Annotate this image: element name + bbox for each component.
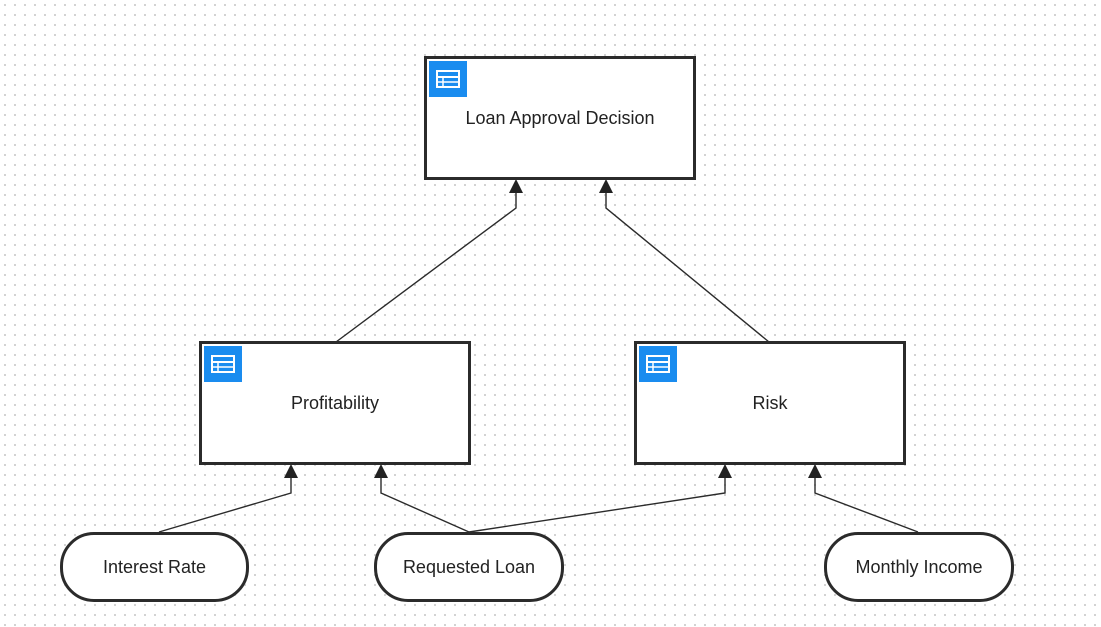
- edge-arrowhead: [284, 464, 298, 478]
- edge-arrowhead: [808, 464, 822, 478]
- input-data-node-monthly-income[interactable]: Monthly Income: [824, 532, 1014, 602]
- decision-table-icon: [429, 61, 467, 97]
- decision-table-icon: [204, 346, 242, 382]
- input-data-node-requested-loan[interactable]: Requested Loan: [374, 532, 564, 602]
- decision-table-icon: [639, 346, 677, 382]
- requirement-edge-interest-rate-to-profitability[interactable]: [158, 464, 298, 533]
- decision-label: Profitability: [290, 392, 380, 413]
- decision-node-profitability[interactable]: Profitability: [199, 341, 471, 465]
- requirement-edge-monthly-income-to-risk[interactable]: [808, 464, 919, 533]
- input-data-label: Monthly Income: [855, 556, 983, 577]
- input-data-label: Interest Rate: [102, 556, 207, 577]
- requirement-edge-requested-loan-to-risk[interactable]: [468, 464, 732, 533]
- edge-arrowhead: [374, 464, 388, 478]
- decision-node-loan-approval-decision[interactable]: Loan Approval Decision: [424, 56, 696, 180]
- input-data-node-interest-rate[interactable]: Interest Rate: [60, 532, 249, 602]
- requirement-edge-risk-to-loan-approval-decision[interactable]: [599, 179, 770, 343]
- decision-label: Risk: [752, 392, 788, 413]
- requirement-edge-profitability-to-loan-approval-decision[interactable]: [335, 179, 523, 343]
- edge-arrowhead: [718, 464, 732, 478]
- decision-label: Loan Approval Decision: [465, 107, 655, 128]
- edge-arrowhead: [599, 179, 613, 193]
- edge-arrowhead: [509, 179, 523, 193]
- decision-node-risk[interactable]: Risk: [634, 341, 906, 465]
- input-data-label: Requested Loan: [402, 556, 536, 577]
- requirement-edge-requested-loan-to-profitability[interactable]: [374, 464, 470, 533]
